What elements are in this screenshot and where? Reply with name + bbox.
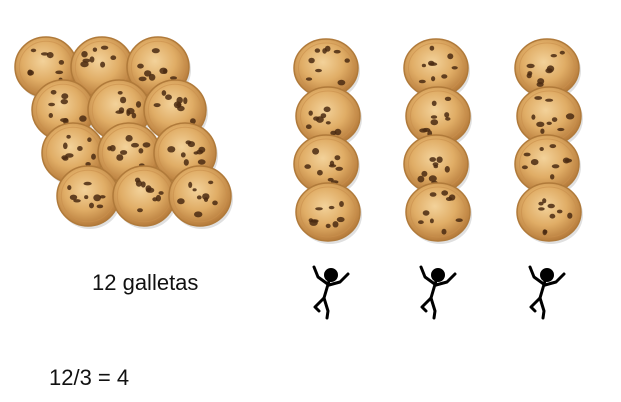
stick-figures bbox=[312, 265, 566, 320]
cookie-group-2 bbox=[403, 38, 472, 244]
stick-figure-icon bbox=[312, 265, 350, 320]
stick-figure-icon bbox=[528, 265, 566, 320]
cookie-icon bbox=[516, 182, 583, 244]
cookie-icon bbox=[293, 134, 360, 196]
cookie-icon bbox=[514, 134, 581, 196]
cookie-icon bbox=[403, 38, 470, 100]
cookie-icon bbox=[153, 122, 218, 186]
cookie-icon bbox=[295, 86, 362, 148]
cookie-icon bbox=[168, 165, 233, 229]
cookie-icon bbox=[112, 165, 177, 229]
cookie-icon bbox=[56, 165, 121, 229]
stick-figure-icon bbox=[419, 265, 457, 320]
cookie-pile bbox=[14, 36, 233, 229]
cookie-groups bbox=[293, 38, 583, 244]
cookie-icon bbox=[293, 38, 360, 100]
cookie-icon bbox=[405, 182, 472, 244]
cookies-count-label: 12 galletas bbox=[92, 270, 199, 295]
cookie-group-1 bbox=[293, 38, 362, 244]
cookie-group-3 bbox=[514, 38, 583, 244]
cookie-icon bbox=[403, 134, 470, 196]
cookie-icon bbox=[295, 182, 362, 244]
division-equation: 12/3 = 4 bbox=[49, 365, 130, 390]
